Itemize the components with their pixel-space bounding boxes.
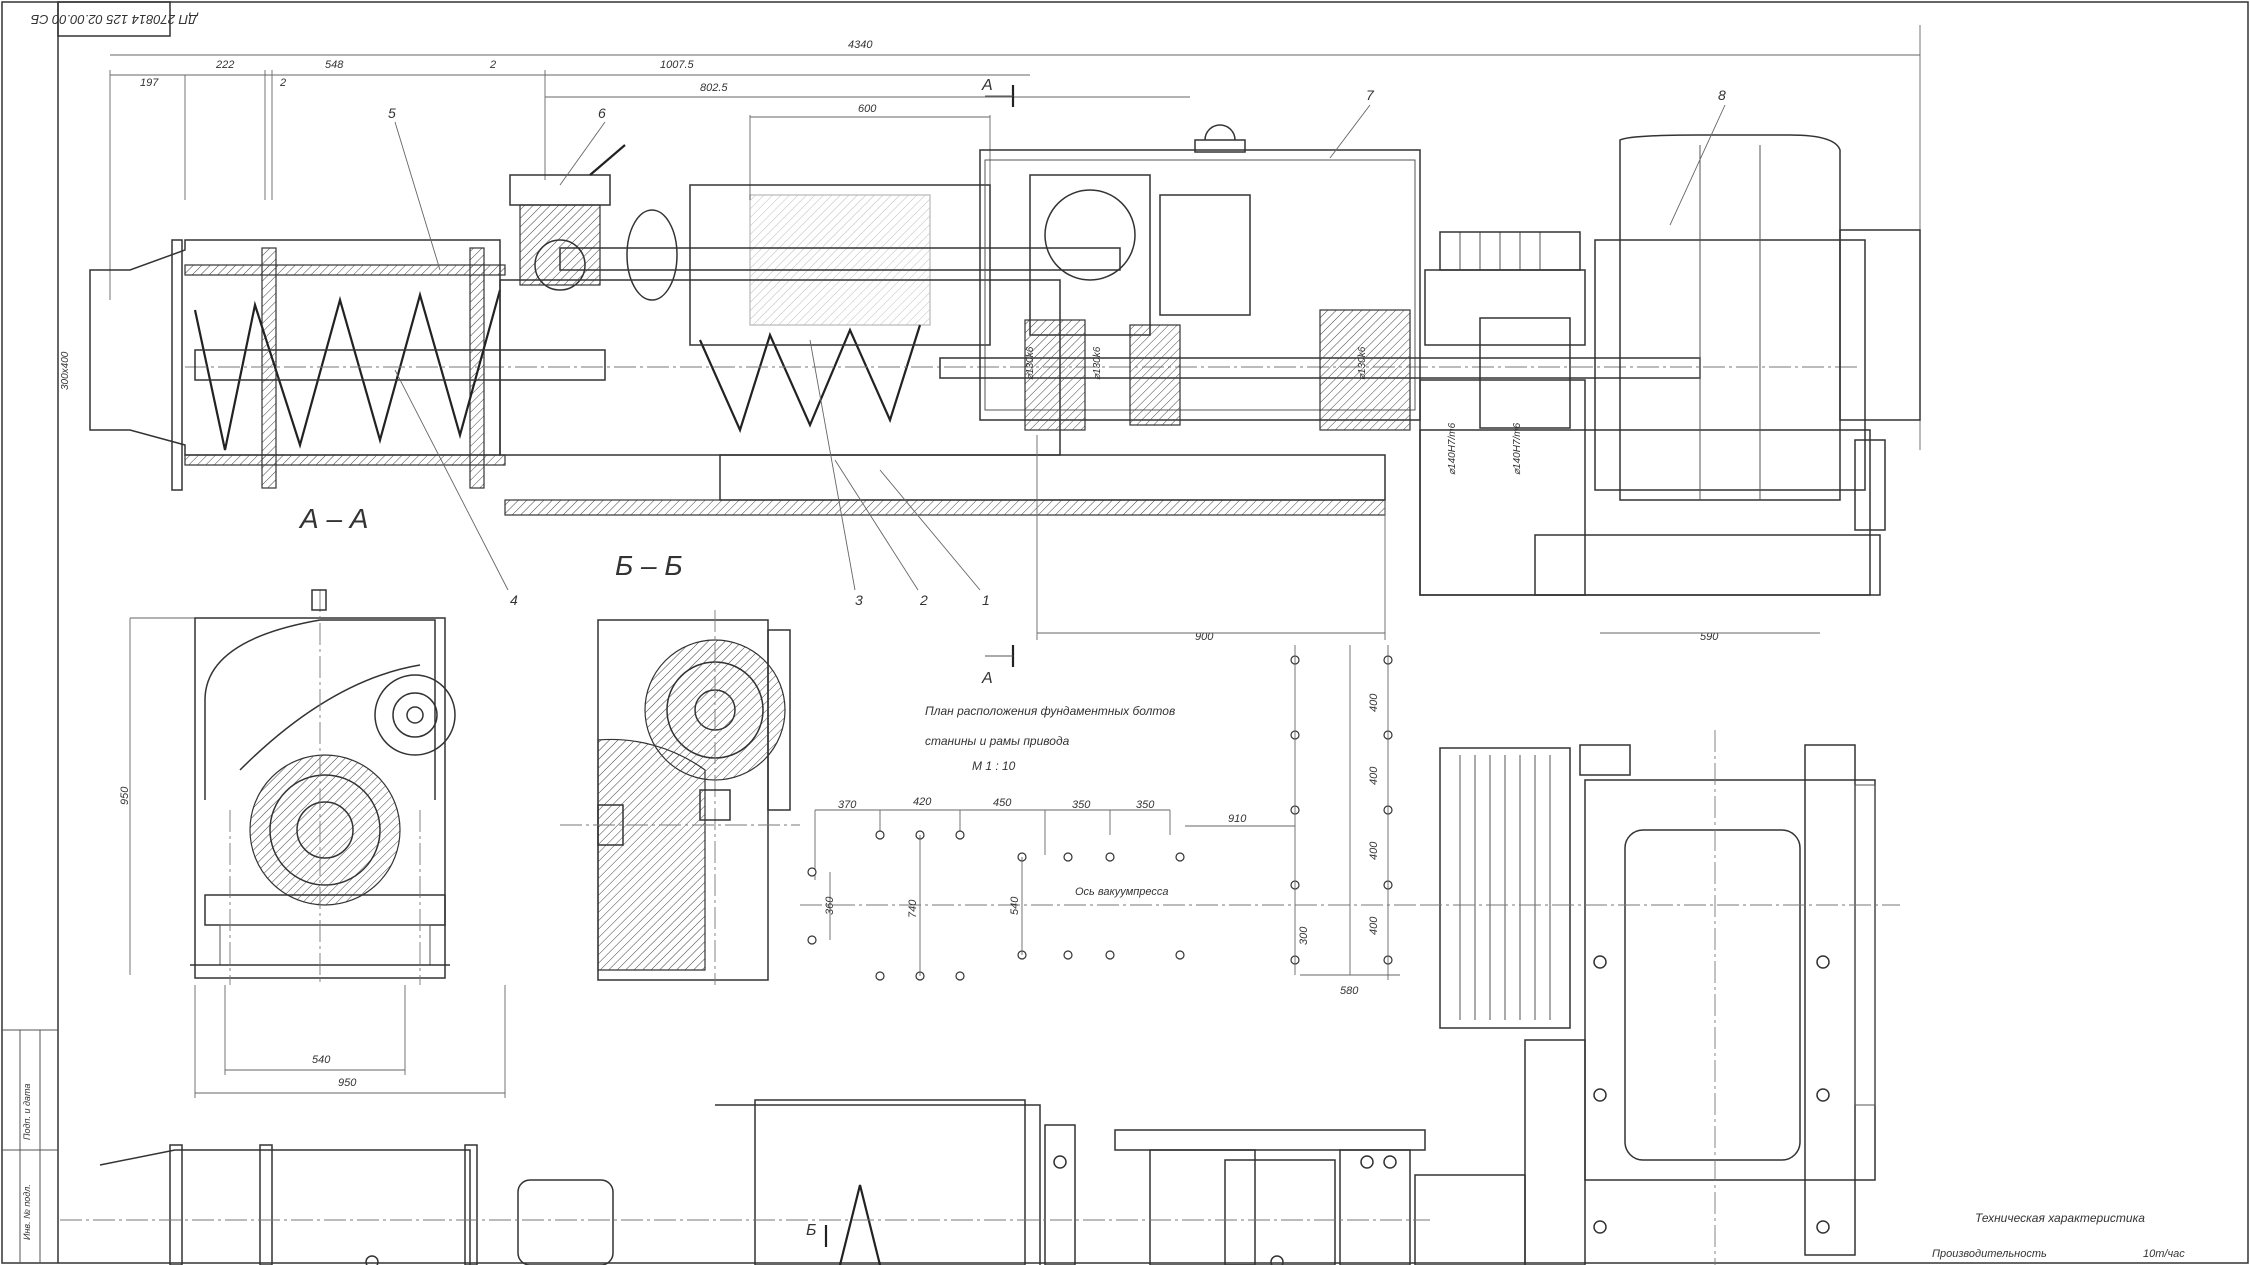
dim-fit2: ⌀140H7/m6 xyxy=(1512,422,1523,475)
plan-dim-910: 910 xyxy=(1228,813,1247,825)
dim-8025: 802.5 xyxy=(700,82,728,94)
plan-dim-400d: 400 xyxy=(1368,916,1380,935)
plan-dim-350b: 350 xyxy=(1136,799,1155,811)
dim-900: 900 xyxy=(1195,631,1214,643)
dim-1007: 1007.5 xyxy=(660,59,695,71)
dim-600: 600 xyxy=(858,103,877,115)
housing-wall-top xyxy=(184,264,506,276)
housing-wall-bottom xyxy=(184,454,506,466)
plan-dim-740: 740 xyxy=(907,899,919,918)
callout-4: 4 xyxy=(510,592,518,608)
callout-2: 2 xyxy=(919,592,928,608)
callout-1: 1 xyxy=(982,592,990,608)
plan-title-2: станины и рамы привода xyxy=(925,734,1070,748)
tech-row1-label: Производительность xyxy=(1932,1248,2047,1260)
plan-dim-450: 450 xyxy=(993,797,1012,809)
tech-title: Техническая характеристика xyxy=(1975,1211,2145,1225)
dim-2a: 2 xyxy=(279,77,286,89)
dim-548: 548 xyxy=(325,59,344,71)
dim-590: 590 xyxy=(1700,631,1719,643)
section-mark-a-top: А xyxy=(981,77,993,94)
stamp-code: ДП 270814 125 02.00.00 СБ xyxy=(30,12,199,27)
plan-dim-540: 540 xyxy=(1009,896,1021,915)
technical-characteristics: Техническая характеристика Производитель… xyxy=(1932,1211,2185,1260)
tech-row1-value: 10т/час xyxy=(2143,1248,2185,1260)
callout-3: 3 xyxy=(855,592,863,608)
plan-dim-300: 300 xyxy=(1298,926,1310,945)
callout-8: 8 xyxy=(1718,87,1726,103)
plan-dim-360: 360 xyxy=(824,896,836,915)
drive-frame-plan-view xyxy=(1420,730,1900,1265)
main-assembly-view: 4340 197 222 2 548 2 1007.5 802.5 600 xyxy=(60,25,1921,687)
callout-5: 5 xyxy=(388,105,396,121)
dim-aa-540: 540 xyxy=(312,1054,331,1066)
plan-dim-350a: 350 xyxy=(1072,799,1091,811)
dim-aa-height: 950 xyxy=(119,786,131,805)
dim-height-left: 300x400 xyxy=(60,351,71,390)
dim-222: 222 xyxy=(215,59,234,71)
section-b-b-view: Б – Б xyxy=(560,550,800,985)
dim-shaft2: ⌀130k6 xyxy=(1092,346,1103,380)
plan-dim-580: 580 xyxy=(1340,985,1359,997)
plan-bolt-holes-left xyxy=(807,830,1185,981)
plan-axis-label: Ось вакуумпресса xyxy=(1075,886,1169,898)
side-frame-label-1: Инв. № подл. xyxy=(22,1184,32,1240)
plan-dim-400a: 400 xyxy=(1368,693,1380,712)
section-mark-a-mid: А xyxy=(981,670,993,687)
dim-shaft1: ⌀130k6 xyxy=(1025,346,1036,380)
plan-dim-400c: 400 xyxy=(1368,841,1380,860)
dim-aa-950: 950 xyxy=(338,1077,357,1089)
section-aa-title: А – А xyxy=(298,503,368,534)
dim-shaft3: ⌀130k6 xyxy=(1357,346,1368,380)
section-a-a-view: А – А 950 540 950 xyxy=(119,503,506,1098)
foundation-bolt-plan: План расположения фундаментных болтов ст… xyxy=(800,645,1440,997)
callout-6: 6 xyxy=(598,105,606,121)
bottom-plan-view: Б xyxy=(60,1099,1526,1265)
dim-overall: 4340 xyxy=(848,39,873,51)
section-bb-title: Б – Б xyxy=(615,550,683,581)
dim-197: 197 xyxy=(140,77,159,89)
dim-2b: 2 xyxy=(489,59,496,71)
side-frame-label-2: Подп. и дата xyxy=(22,1084,32,1140)
callout-7: 7 xyxy=(1366,87,1375,103)
dim-fit1: ⌀140H7/m6 xyxy=(1447,422,1458,475)
plan-scale: М 1 : 10 xyxy=(972,759,1016,773)
plan-dim-370: 370 xyxy=(838,799,857,811)
plan-dim-400b: 400 xyxy=(1368,766,1380,785)
plan-dim-420: 420 xyxy=(913,796,932,808)
plan-title-1: План расположения фундаментных болтов xyxy=(925,704,1175,718)
section-mark-b: Б xyxy=(806,1222,816,1239)
document-stamp: ДП 270814 125 02.00.00 СБ xyxy=(30,1,199,37)
